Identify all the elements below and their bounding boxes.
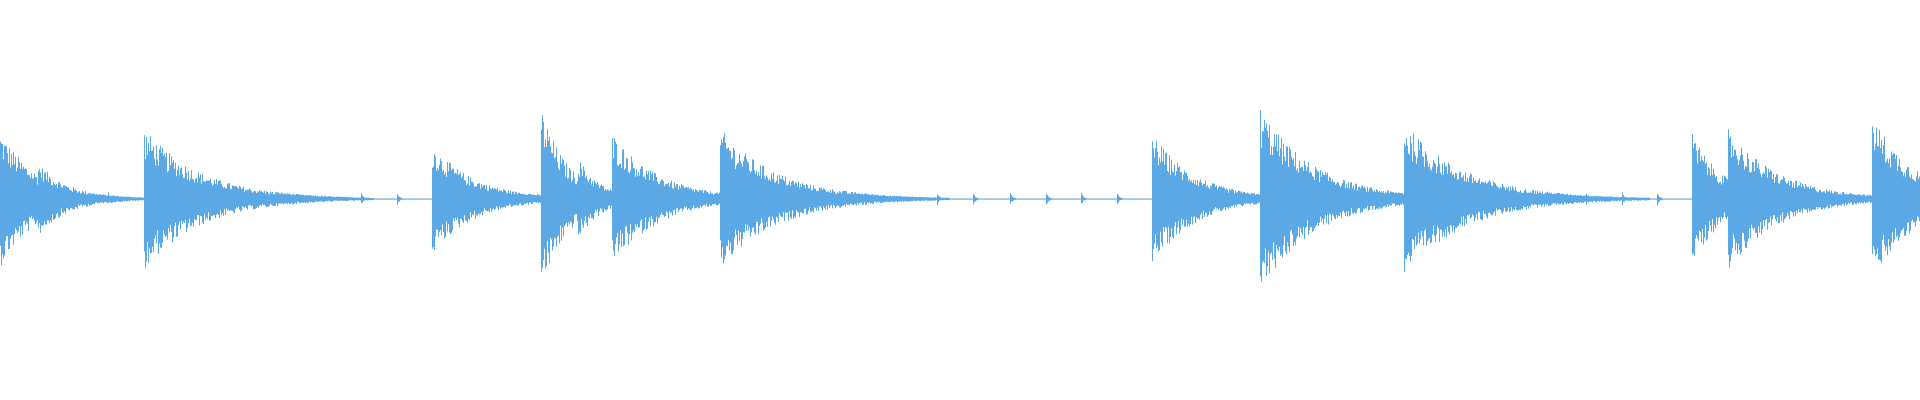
waveform-path [0,110,1920,282]
waveform-peaks [0,110,1920,282]
